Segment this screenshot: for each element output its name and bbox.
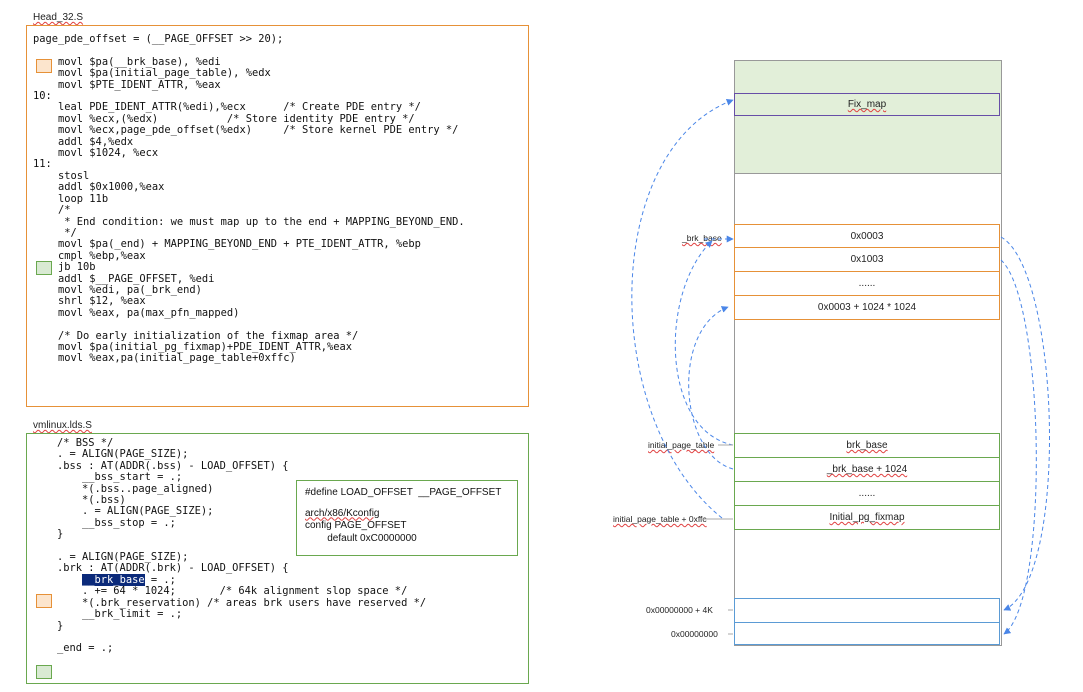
pt-entry-fixmap: Initial_pg_fixmap [734,505,1000,530]
code-line: movl $1024, %ecx [33,147,159,160]
lds-code-box [26,433,529,684]
lds-file-title: vmlinux.lds.S [33,420,92,431]
code-line: addl $4,%edx [33,135,134,148]
code-line: } [57,619,64,632]
note-line: arch/x86/Kconfig [305,507,380,519]
code-line: addl $0x1000,%eax [33,181,165,194]
note-line: #define LOAD_OFFSET __PAGE_OFFSET [305,487,502,498]
code-line: __bss_start = .; [57,471,183,484]
define-note-box: #define LOAD_OFFSET __PAGE_OFFSET arch/x… [296,480,518,556]
code-line: movl $pa(__brk_base), %edi [33,55,221,68]
code-line: 10: [33,90,52,103]
code-line: /* BSS */ [57,437,114,449]
note-line: config PAGE_OFFSET [305,520,407,531]
code-line: jb 10b [33,261,96,274]
code-line: movl %ecx,(%edx) /* Store identity PDE e… [33,112,415,125]
fix-map-cell: Fix_map [734,93,1000,116]
code-line: . += 64 * 1024; /* 64k alignment slop sp… [57,585,408,598]
code-line: movl %eax, pa(max_pfn_mapped) [33,306,240,319]
fix-map-label: Fix_map [847,99,887,110]
green-marker [36,261,52,275]
initial-page-table-ffc-label: initial_page_table + 0xffc [613,514,707,524]
code-line: movl $pa(initial_pg_fixmap)+PDE_IDENT_AT… [33,340,353,353]
initial-page-table-to-pde-arrow [674,240,734,446]
code-line: movl $pa(_end) + MAPPING_BEYOND_END + PT… [33,238,421,251]
code-line: movl $pa(initial_page_table), %edx [33,67,271,80]
code-line: /* [33,204,71,217]
code-line: stosl [33,169,90,182]
pde1-to-page-arrow [1000,259,1037,635]
head-file-title: Head_32.S [33,12,84,23]
pde-entry-value: 0x1003 [850,254,884,265]
code-line: shrl $12, %eax [33,295,146,308]
addr-4k-label: 0x00000000 + 4K [646,605,713,615]
orange-marker [36,594,52,608]
code-line: movl %edi, pa(_brk_end) [33,283,202,296]
code-line: loop 11b [33,192,109,205]
pde-entry-value: ...... [858,278,876,289]
code-line: __brk_base = .; [57,573,426,586]
lds-code-listing: /* BSS */. = ALIGN(PAGE_SIZE);.bss : AT(… [57,437,427,655]
pt1-to-pde-arrow [688,306,734,470]
code-fragment: = .; [144,573,176,586]
pt-entry-value: _brk_base + 1024 [826,464,908,475]
code-line: __brk_limit = .; [57,608,183,621]
head-code-box [26,25,529,407]
code-line: *(.bss) [57,494,126,507]
pt-entry-value: ...... [858,488,876,499]
orange-marker [36,59,52,73]
code-line: cmpl %ebp,%eax [33,249,146,262]
pde-entry-last: 0x0003 + 1024 * 1024 [734,295,1000,320]
code-line: . = ALIGN(PAGE_SIZE); [57,448,189,461]
brk-base-highlight: __brk_base [82,573,145,586]
code-line: movl $PTE_IDENT_ATTR, %eax [33,78,221,91]
code-line: /* Do early initialization of the fixmap… [33,329,359,342]
code-line: .brk : AT(ADDR(.brk) - LOAD_OFFSET) { [57,562,289,575]
memory-column [734,172,1002,646]
pde-entry-value: 0x0003 + 1024 * 1024 [817,302,917,313]
code-line: *(.brk_reservation) /* areas brk users h… [57,596,427,609]
code-line: page_pde_offset = (__PAGE_OFFSET >> 20); [33,34,284,45]
code-line: * End condition: we must map up to the e… [33,215,465,228]
fixmap-region [734,60,1002,174]
code-line: . = ALIGN(PAGE_SIZE); [57,505,214,518]
pt-entry-value: brk_base [846,440,888,451]
mem-entry-0 [734,622,1000,645]
head-code-listing: page_pde_offset = (__PAGE_OFFSET >> 20);… [33,34,465,402]
note-line: default 0xC0000000 [305,532,417,544]
green-marker [36,665,52,679]
code-line: addl $__PAGE_OFFSET, %edi [33,272,215,285]
pde-entry-value: 0x0003 [850,230,884,242]
code-line: . = ALIGN(PAGE_SIZE); [57,551,189,564]
code-line: movl %eax,pa(initial_page_table+0xffc) [33,352,296,365]
initial-page-table-label: initial_page_table [648,440,715,450]
code-line: movl %ecx,page_pde_offset(%edx) /* Store… [33,124,459,137]
code-line: leal PDE_IDENT_ATTR(%edi),%ecx /* Create… [33,101,421,114]
pde0-to-brk-base-arrow [1000,236,1050,611]
code-line: .bss : AT(ADDR(.bss) - LOAD_OFFSET) { [57,459,289,472]
brk-base-label: _brk_base [682,233,722,243]
code-line: */ [33,226,77,239]
addr-0-label: 0x00000000 [671,629,718,639]
code-line: __bss_stop = .; [57,516,176,529]
code-line: *(.bss..page_aligned) [57,482,214,495]
fixmap-pointer-arrow [631,98,734,519]
code-line: } [57,528,64,541]
code-line: 11: [33,158,52,171]
code-line: _end = .; [57,642,114,655]
pt-entry-value: Initial_pg_fixmap [829,512,905,523]
